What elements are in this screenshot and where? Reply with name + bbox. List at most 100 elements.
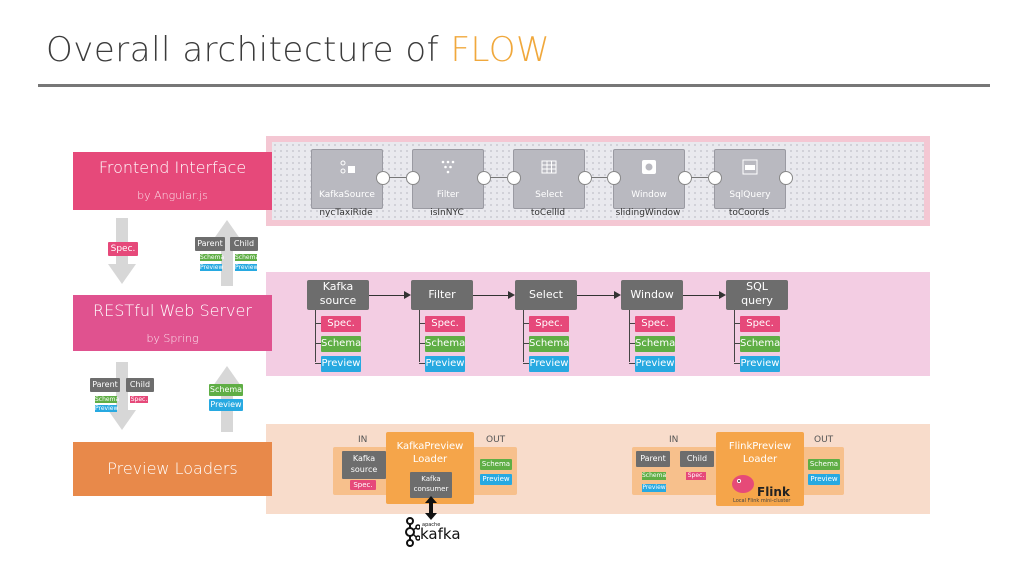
pipeline-node-type: KafkaSource xyxy=(319,190,375,200)
up-arrow-schema xyxy=(213,220,241,286)
kafka-logo-icon xyxy=(405,517,420,547)
rest-op-branch xyxy=(523,363,529,364)
rest-op-box: Select xyxy=(515,280,577,310)
kafka-logo-text: kafka xyxy=(420,525,461,543)
pipeline-node-type: Window xyxy=(631,190,667,200)
flink-child-box: Child xyxy=(680,451,714,467)
title-highlight: FLOW xyxy=(450,30,551,70)
rest-spec-tag: Spec. xyxy=(321,316,361,332)
flink-out-schema: Schema xyxy=(808,459,840,470)
kafka-consumer-box: Kafka consumer xyxy=(410,472,452,498)
child-schema-mini: Schema xyxy=(235,254,260,261)
rest-op-branch xyxy=(523,343,529,344)
input-port[interactable] xyxy=(607,171,621,185)
rest-op-arrow xyxy=(683,295,719,296)
preview-layer-title: Preview Loaders xyxy=(107,459,238,478)
kafka-out-preview: Preview xyxy=(480,474,512,485)
rest-op-branch xyxy=(523,323,529,324)
input-port[interactable] xyxy=(708,171,722,185)
rest-band xyxy=(266,272,930,376)
rest-op-box: Filter xyxy=(411,280,473,310)
output-port[interactable] xyxy=(477,171,491,185)
rest-layer: RESTful Web Server by Spring xyxy=(73,295,272,351)
rest-schema-tag: Schema xyxy=(635,336,675,352)
flink-logo-caption: Local Flink mini-cluster xyxy=(733,498,791,504)
rest-op-stem xyxy=(419,310,420,362)
kafka-double-arrow xyxy=(425,496,437,520)
rest-op-branch xyxy=(734,363,740,364)
flink-squirrel-icon xyxy=(732,475,754,493)
rest-op-branch xyxy=(419,323,425,324)
rest-preview-tag: Preview xyxy=(425,356,465,372)
flink-parent-schema: Schema xyxy=(642,472,667,480)
pipeline-node-sqlquery[interactable]: SqlQuery xyxy=(714,149,786,209)
rest-op-branch xyxy=(629,363,635,364)
output-port[interactable] xyxy=(779,171,793,185)
parent2-preview-mini: Preview xyxy=(95,405,119,412)
kafka-loader-name: KafkaPreview Loader xyxy=(396,441,464,465)
flink-in-label: IN xyxy=(669,435,679,445)
rest-op-branch xyxy=(315,343,321,344)
pipeline-node-type: Filter xyxy=(436,190,460,200)
rest-op-arrow xyxy=(369,295,404,296)
rest-op-arrowhead xyxy=(614,291,621,299)
kafka-in-label: IN xyxy=(358,435,368,445)
output-port[interactable] xyxy=(678,171,692,185)
frontend-layer-title: Frontend Interface xyxy=(98,158,247,177)
pipeline-node-name: slidingWindow xyxy=(615,208,681,218)
rest-op-arrowhead xyxy=(719,291,726,299)
down-arrow-parent xyxy=(108,362,136,430)
rest-op-stem xyxy=(523,310,524,362)
preview-tag-connector: Preview xyxy=(209,399,243,411)
rest-op-arrow xyxy=(577,295,614,296)
rest-op-branch xyxy=(734,323,740,324)
output-port[interactable] xyxy=(376,171,390,185)
rest-op-branch xyxy=(629,343,635,344)
child2-spec-mini: Spec. xyxy=(130,396,148,403)
pipeline-node-type: SqlQuery xyxy=(729,190,771,200)
kafka-out-label: OUT xyxy=(486,435,506,445)
input-port[interactable] xyxy=(507,171,521,185)
parent-box: Parent xyxy=(195,237,225,251)
pipeline-link xyxy=(490,177,507,178)
pipeline-node-window[interactable]: Window xyxy=(613,149,685,209)
child-box: Child xyxy=(230,237,258,251)
frontend-layer: Frontend Interface by Angular.js xyxy=(73,152,272,210)
parent-preview-mini: Preview xyxy=(200,264,224,271)
rest-op-stem xyxy=(629,310,630,362)
rest-preview-tag: Preview xyxy=(529,356,569,372)
window-icon xyxy=(641,159,657,175)
rest-op-box: SQL query xyxy=(726,280,788,310)
pipeline-node-filter[interactable]: Filter xyxy=(412,149,484,209)
flink-out-label: OUT xyxy=(814,435,834,445)
pipeline-link xyxy=(389,177,406,178)
rest-schema-tag: Schema xyxy=(529,336,569,352)
pipeline-node-name: toCellId xyxy=(530,208,566,218)
page-title: Overall architecture of FLOW xyxy=(46,30,551,70)
rest-op-branch xyxy=(315,363,321,364)
spec-tag: Spec. xyxy=(108,242,138,256)
schema-tag-connector: Schema xyxy=(209,384,243,396)
rest-op-stem xyxy=(734,310,735,362)
flink-loader-name: FlinkPreview Loader xyxy=(728,441,792,465)
pipeline-link xyxy=(591,177,607,178)
input-port[interactable] xyxy=(406,171,420,185)
child-box-2: Child xyxy=(126,378,154,392)
rest-preview-tag: Preview xyxy=(321,356,361,372)
rest-op-box: Window xyxy=(621,280,683,310)
rest-op-branch xyxy=(419,363,425,364)
rest-schema-tag: Schema xyxy=(321,336,361,352)
kafka-spec-tag: Spec. xyxy=(350,480,376,490)
output-port[interactable] xyxy=(578,171,592,185)
rest-spec-tag: Spec. xyxy=(529,316,569,332)
parent-schema-mini: Schema xyxy=(200,254,225,261)
pipeline-node-kafkasource[interactable]: KafkaSource xyxy=(311,149,383,209)
rest-op-branch xyxy=(419,343,425,344)
rest-preview-tag: Preview xyxy=(740,356,780,372)
pipeline-link xyxy=(691,177,708,178)
rest-op-arrowhead xyxy=(508,291,515,299)
kafka-out-schema: Schema xyxy=(480,459,512,470)
rest-layer-title: RESTful Web Server xyxy=(93,301,252,320)
pipeline-node-select[interactable]: Select xyxy=(513,149,585,209)
rest-op-box: Kafka source xyxy=(307,280,369,310)
